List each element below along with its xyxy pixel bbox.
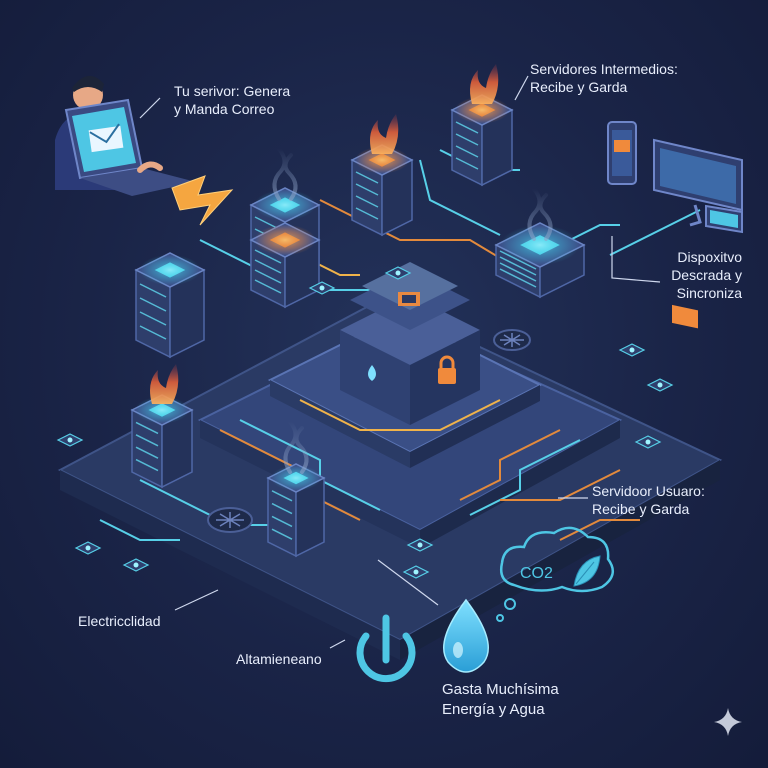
chip-icon (646, 378, 674, 392)
server-rack-icon (134, 252, 206, 359)
chip-icon (384, 266, 412, 280)
label-device: Dispoxitvo Descrada y Sincroniza (671, 249, 742, 301)
central-vault (340, 262, 480, 425)
chip-icon (402, 565, 430, 579)
chip-icon (74, 541, 102, 555)
label-user-server: Servidoor Usuaro: Recibe y Garda (592, 483, 705, 517)
power-icon (356, 614, 416, 683)
phone-icon (607, 121, 637, 185)
water-drop-icon (443, 598, 489, 673)
chip-icon (122, 558, 150, 572)
label-electricity: Electricclidad (78, 613, 161, 629)
server-rack-icon (350, 114, 414, 237)
tablet-icon (705, 204, 743, 234)
server-rack-icon (266, 420, 326, 558)
server-rack-icon (450, 64, 514, 187)
devices (607, 121, 743, 329)
user-with-laptop (55, 75, 196, 196)
lightning-icon (171, 175, 234, 226)
chips (56, 266, 674, 579)
chip-icon (308, 281, 336, 295)
lock-icon (438, 355, 456, 384)
leaf-icon (573, 555, 601, 587)
co2-cloud-icon: CO2 (496, 526, 615, 622)
leader-lines (139, 75, 661, 649)
co2-text: CO2 (520, 565, 553, 582)
vault-drop-icon (368, 365, 376, 381)
server-rack-icon (130, 364, 194, 489)
label-intermediate-servers: Servidores Intermedios: Recibe y Garda (530, 61, 678, 95)
label-sender: Tu serivor: Genera y Manda Correo (174, 83, 291, 117)
chip-icon (618, 343, 646, 357)
cooling-fans (207, 329, 531, 533)
chip-icon (406, 538, 434, 552)
label-high: Altamieneano (236, 651, 322, 667)
mail-icon (88, 123, 124, 153)
chip-icon (634, 435, 662, 449)
monitor-icon (653, 138, 743, 329)
sparkle-icon (714, 708, 742, 736)
server-racks (130, 64, 586, 558)
server-rack-icon (249, 222, 321, 309)
label-consumption: Gasta Muchísima Energía y Agua (442, 681, 559, 718)
chip-icon (56, 433, 84, 447)
server-rack-icon (494, 187, 586, 299)
